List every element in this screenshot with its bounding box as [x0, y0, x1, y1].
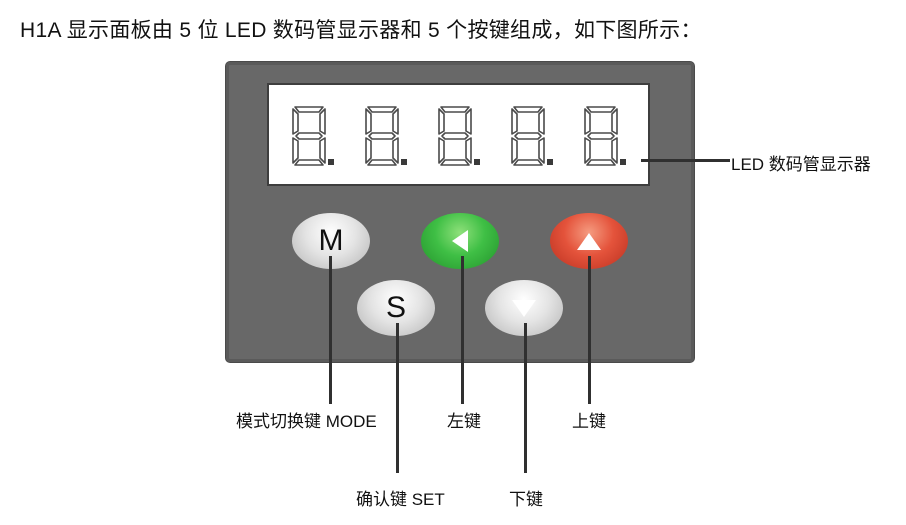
- seven-segment-digit: [508, 105, 554, 167]
- mode-key-label: 模式切换键 MODE: [236, 412, 377, 431]
- up-leader-line: [588, 256, 591, 404]
- seven-segment-digit: [581, 105, 627, 167]
- left-button[interactable]: [421, 213, 499, 269]
- mode-leader-line: [329, 256, 332, 404]
- down-key-label: 下键: [509, 490, 543, 509]
- seven-segment-digit: [362, 105, 408, 167]
- up-key-label: 上键: [572, 412, 606, 431]
- set-key-label: 确认键 SET: [356, 490, 445, 509]
- set-button-label: S: [385, 291, 406, 324]
- led-leader-line: [641, 159, 730, 162]
- left-arrow-icon: [452, 230, 468, 252]
- down-leader-line: [524, 323, 527, 473]
- up-button[interactable]: [550, 213, 628, 269]
- caption-text: H1A 显示面板由 5 位 LED 数码管显示器和 5 个按键组成，如下图所示：: [20, 19, 702, 42]
- set-leader-line: [396, 323, 399, 473]
- led-display-label: LED 数码管显示器: [731, 155, 871, 174]
- up-arrow-icon: [577, 232, 601, 250]
- seven-segment-digit: [435, 105, 481, 167]
- seven-segment-digit: [289, 105, 335, 167]
- mode-button-label: M: [318, 224, 344, 257]
- left-leader-line: [461, 256, 464, 404]
- led-display: [267, 83, 650, 186]
- left-key-label: 左键: [447, 412, 481, 431]
- down-arrow-icon: [512, 299, 536, 317]
